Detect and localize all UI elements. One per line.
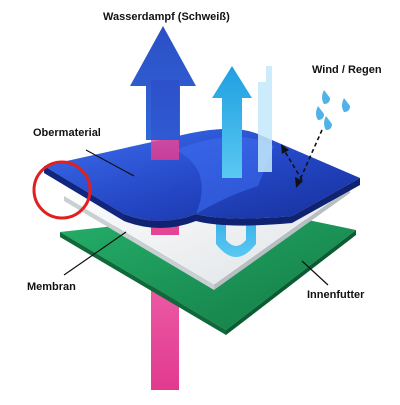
water-drop-icon [316,90,350,130]
label-membrane: Membran [27,281,76,293]
label-outer-material: Obermaterial [33,127,101,139]
highlight-circle-icon [32,160,92,220]
label-wind-rain: Wind / Regen [312,64,382,76]
vapor-arrow-blue-icon [130,26,196,140]
label-vapor: Wasserdampf (Schweiß) [103,11,230,23]
wind-arrow-icon [281,129,323,188]
leader-lines [63,149,329,286]
cyan-arrows-icon [212,66,272,178]
label-lining: Innenfutter [307,289,365,301]
